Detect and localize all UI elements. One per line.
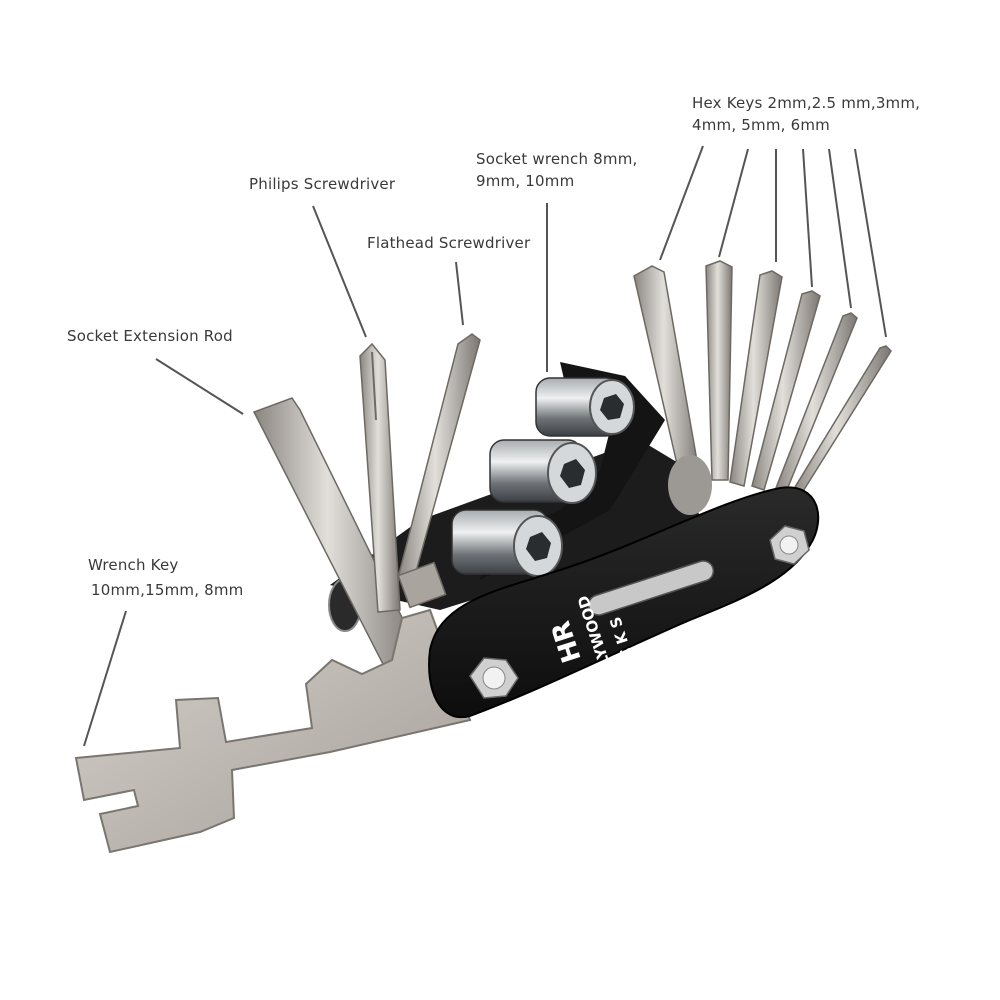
leader-flathead — [455, 261, 464, 326]
wrench-key — [74, 608, 472, 854]
body-slot — [587, 560, 715, 616]
label-extension-rod: Socket Extension Rod — [67, 325, 233, 347]
hex-pivot-stack — [668, 455, 712, 515]
label-wrench-key-line2: 10mm,15mm, 8mm — [91, 581, 244, 599]
bolt-right — [769, 525, 810, 565]
bolt-left — [469, 657, 519, 699]
label-wrench-key-line1: Wrench Key — [88, 556, 179, 574]
label-hex-keys-line2: 4mm, 5mm, 6mm — [692, 116, 830, 134]
socket-9mm — [489, 439, 597, 504]
label-philips-line1: Philips Screwdriver — [249, 175, 396, 193]
socket-10mm — [535, 377, 635, 437]
leader-extension-rod — [155, 358, 244, 415]
sockets — [451, 377, 635, 577]
leader-hex-6 — [854, 148, 887, 338]
leader-hex-1 — [659, 145, 704, 261]
leader-hex-2 — [718, 148, 749, 258]
hex-keys — [633, 260, 892, 497]
label-socket-wrench-line1: Socket wrench 8mm, — [476, 150, 638, 168]
hex-key-4 — [751, 290, 821, 491]
hex-key-6 — [790, 345, 892, 497]
hex-key-3 — [729, 270, 783, 487]
label-flathead-line1: Flathead Screwdriver — [367, 234, 531, 252]
label-socket-wrench-line2: 9mm, 10mm — [476, 172, 575, 190]
label-hex-keys: Hex Keys 2mm,2.5 mm,3mm, 4mm, 5mm, 6mm — [692, 92, 920, 136]
flathead-screwdriver — [397, 333, 481, 588]
leader-wrench-key — [83, 610, 127, 747]
socket-8mm — [451, 509, 563, 577]
philips-screwdriver — [359, 342, 401, 613]
label-socket-wrench: Socket wrench 8mm, 9mm, 10mm — [476, 148, 637, 192]
leader-philips — [312, 205, 367, 338]
hex-key-5 — [775, 312, 858, 493]
label-hex-keys-line1: Hex Keys 2mm,2.5 mm,3mm, — [692, 94, 921, 112]
leader-hex-5 — [828, 148, 852, 309]
label-flathead: Flathead Screwdriver — [367, 232, 530, 254]
label-wrench-key: Wrench Key 10mm,15mm, 8mm — [88, 553, 244, 603]
leader-hex-4 — [802, 148, 813, 288]
label-philips: Philips Screwdriver — [249, 173, 395, 195]
leader-lines — [83, 145, 887, 747]
label-extension-rod-line1: Socket Extension Rod — [67, 327, 233, 345]
hex-key-2 — [705, 260, 733, 481]
wrench-small-tab — [397, 561, 447, 609]
hex-key-1 — [633, 265, 701, 488]
